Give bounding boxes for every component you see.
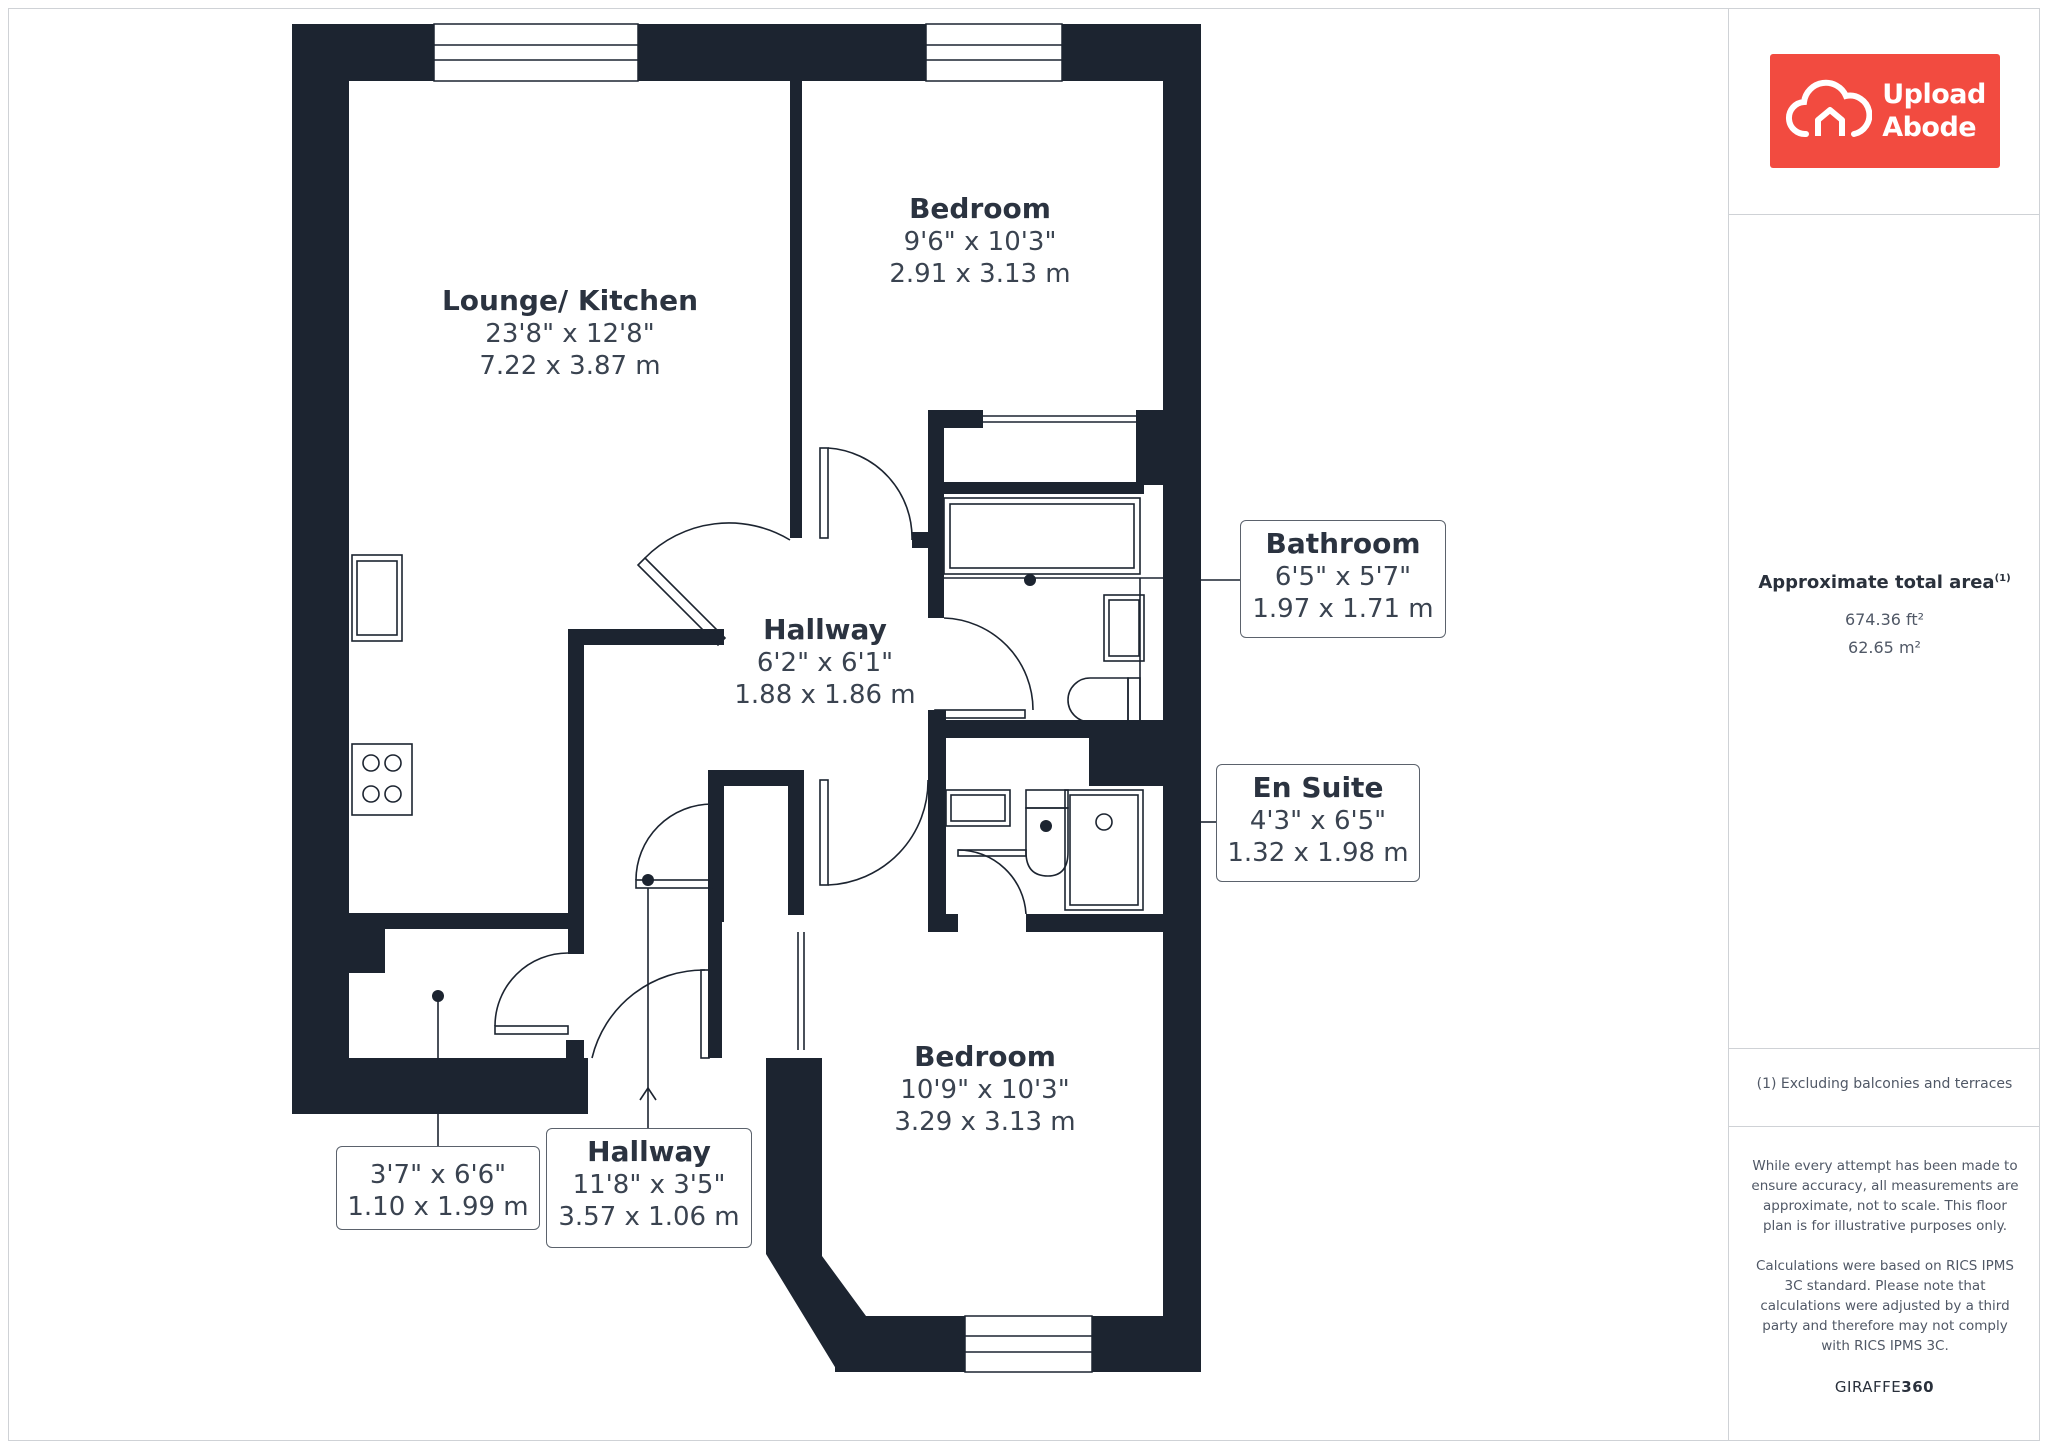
shower-icon — [1064, 789, 1144, 911]
wall-ensuite-east-block — [1089, 720, 1163, 786]
ensuite-wc-icon — [1025, 807, 1069, 877]
wall-ensuite-top — [944, 720, 1089, 738]
giraffe360-brand: GIRAFFE360 — [1834, 1378, 1935, 1396]
wall-south-left — [292, 1058, 588, 1114]
page-frame — [8, 8, 2040, 1441]
area-sqm: 62.65 m² — [1848, 638, 1921, 657]
label-cupboard: 3'7" x 6'6" 1.10 x 1.99 m — [336, 1146, 540, 1230]
room-imperial: 6'2" x 6'1" — [756, 648, 894, 678]
door-cupboard — [494, 1025, 569, 1035]
room-imperial: 11'8" x 3'5" — [572, 1170, 726, 1200]
wall-ensuite-south — [1026, 914, 1201, 932]
disclaimer: While every attempt has been made to ens… — [1749, 1156, 2021, 1376]
room-metric: 1.97 x 1.71 m — [1252, 594, 1434, 624]
wall-ensuite-west — [928, 710, 946, 932]
room-name: Lounge/ Kitchen — [441, 284, 699, 317]
logo-word-1: Upload — [1882, 79, 1986, 110]
wall-north-mid — [638, 24, 926, 81]
room-metric: 3.57 x 1.06 m — [558, 1202, 740, 1232]
upload-abode-logo: Upload Abode — [1770, 54, 2000, 168]
label-ensuite: En Suite 4'3" x 6'5" 1.32 x 1.98 m — [1216, 764, 1420, 882]
wall-cupboard-east — [566, 1040, 584, 1072]
info-sidebar: Upload Abode Approximate total area(1) 6… — [1728, 8, 2040, 1441]
room-imperial: 10'9" x 10'3" — [900, 1075, 1070, 1105]
room-name: Hallway — [763, 613, 887, 646]
window-bedroom2 — [964, 1315, 1093, 1373]
area-title: Approximate total area(1) — [1758, 572, 2011, 593]
door-bedroom1 — [819, 447, 829, 539]
room-metric: 1.32 x 1.98 m — [1227, 838, 1409, 868]
room-lounge: Lounge/ Kitchen 23'8" x 12'8" 7.22 x 3.8… — [400, 284, 740, 382]
hob-icon — [351, 743, 413, 816]
wall-ensuite-south-b — [944, 914, 958, 932]
wall-south-right — [1092, 1316, 1201, 1372]
wall-bath-nw — [912, 532, 944, 548]
wall-east-upper — [1163, 24, 1201, 1372]
room-imperial: 4'3" x 6'5" — [1249, 806, 1387, 836]
room-metric: 1.88 x 1.86 m — [734, 680, 916, 710]
room-imperial: 6'5" x 5'7" — [1274, 562, 1412, 592]
divider — [1729, 214, 2040, 215]
wall-west — [292, 24, 349, 1114]
ensuite-basin-icon — [945, 789, 1011, 827]
door-front — [700, 969, 710, 1059]
wall-closet-b — [708, 770, 804, 786]
wall-hall-stub — [568, 629, 724, 645]
wc-icon — [1067, 677, 1129, 723]
disclaimer-accuracy: While every attempt has been made to ens… — [1751, 1158, 2019, 1234]
room-imperial: 9'6" x 10'3" — [903, 227, 1057, 257]
wall-lounge-south — [349, 913, 570, 929]
footnote-marker: (1) — [1994, 573, 2011, 584]
door-bedroom2 — [819, 779, 829, 886]
wall-bath-top — [944, 482, 1144, 494]
room-bedroom-1: Bedroom 9'6" x 10'3" 2.91 x 3.13 m — [840, 192, 1120, 290]
room-hallway-1: Hallway 6'2" x 6'1" 1.88 x 1.86 m — [700, 613, 950, 711]
wall-closet-a — [708, 770, 724, 884]
label-bathroom: Bathroom 6'5" x 5'7" 1.97 x 1.71 m — [1240, 520, 1446, 638]
wall-closet-d — [708, 884, 724, 922]
room-name: En Suite — [1252, 771, 1384, 804]
window-lounge — [433, 23, 639, 82]
room-metric: 7.22 x 3.87 m — [479, 351, 661, 381]
wall-cupboard-corner — [349, 929, 385, 973]
wall-hall2-east — [708, 920, 722, 1058]
room-name: Bathroom — [1265, 527, 1421, 560]
door-bathroom — [934, 709, 1026, 719]
bath-icon — [943, 497, 1141, 575]
wall-hall-west — [568, 629, 584, 954]
room-name: Hallway — [587, 1135, 711, 1168]
basin-icon — [1103, 594, 1145, 662]
room-name: Bedroom — [909, 192, 1051, 225]
exclusion-note: (1) Excluding balconies and terraces — [1756, 1076, 2013, 1092]
room-metric: 2.91 x 3.13 m — [889, 259, 1071, 289]
room-name: Bedroom — [914, 1040, 1056, 1073]
floor-plan — [292, 23, 1240, 1373]
room-bedroom-2: Bedroom 10'9" x 10'3" 3.29 x 3.13 m — [850, 1040, 1120, 1138]
disclaimer-rics: Calculations were based on RICS IPMS 3C … — [1756, 1258, 2014, 1354]
wall-bay — [766, 1058, 866, 1372]
wall-lounge-bedroom — [790, 81, 802, 538]
label-hallway-2: Hallway 11'8" x 3'5" 3.57 x 1.06 m — [546, 1128, 752, 1248]
wall-closet-c — [788, 770, 804, 915]
room-metric: 3.29 x 3.13 m — [894, 1107, 1076, 1137]
area-sqft: 674.36 ft² — [1844, 610, 1925, 629]
sink-icon — [351, 554, 403, 642]
door-lounge — [636, 556, 727, 647]
wall-bedroom1-south-b — [1136, 410, 1201, 485]
divider — [1729, 1126, 2040, 1127]
cloud-house-icon — [1786, 79, 1873, 138]
wall-bath-west — [928, 410, 944, 618]
logo-word-2: Abode — [1882, 112, 1977, 143]
window-bedroom1 — [925, 23, 1063, 82]
divider — [1729, 1048, 2040, 1049]
room-metric: 1.10 x 1.99 m — [347, 1192, 529, 1222]
room-imperial: 23'8" x 12'8" — [485, 319, 655, 349]
door-closet — [635, 879, 713, 889]
room-imperial: 3'7" x 6'6" — [369, 1160, 507, 1190]
